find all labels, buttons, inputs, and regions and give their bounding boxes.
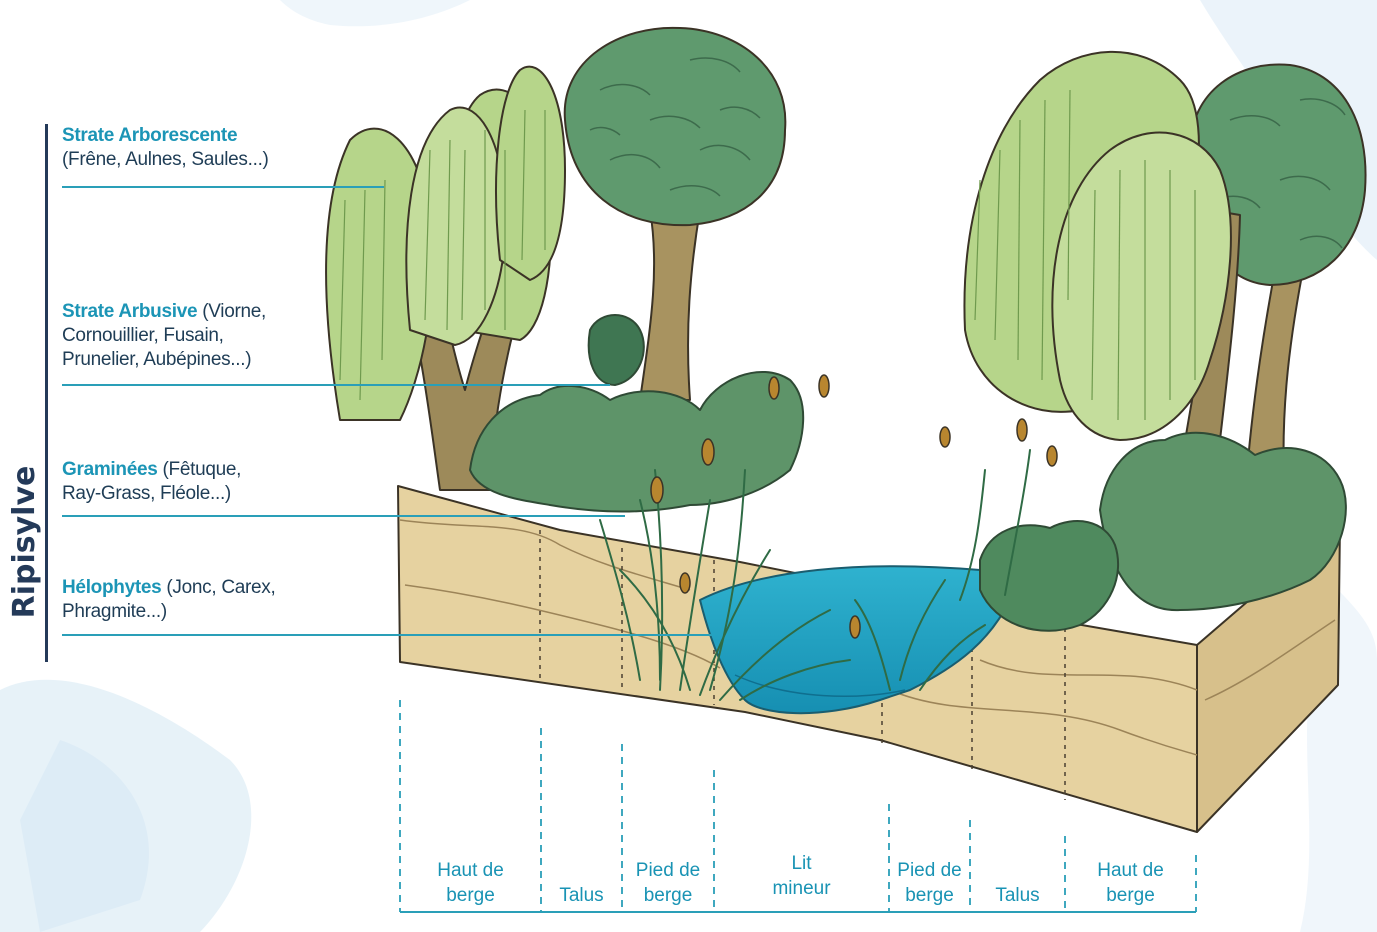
stratum-detail: (Frêne, Aulnes, Saules...) bbox=[62, 149, 269, 170]
stratum-name: Strate Arborescente bbox=[62, 125, 238, 146]
willow-tree-left bbox=[325, 65, 566, 491]
stratum-detail: (Fêtuque, bbox=[157, 459, 242, 480]
stratum-arborescente: Strate Arborescente (Frêne, Aulnes, Saul… bbox=[62, 124, 269, 172]
stratum-detail: Cornouillier, Fusain, bbox=[62, 325, 224, 346]
stratum-name: Graminées bbox=[62, 459, 158, 480]
stratum-detail: (Jonc, Carex, bbox=[161, 577, 276, 598]
stratum-detail: (Viorne, bbox=[197, 301, 267, 322]
ripisylve-title: Ripisylve bbox=[7, 465, 42, 619]
stratum-graminees: Graminées (Fêtuque, Ray-Grass, Fléole...… bbox=[62, 458, 241, 506]
zone-talus-right: Talus bbox=[995, 885, 1040, 906]
soil-block bbox=[397, 485, 1341, 833]
leader-line-arbusive bbox=[62, 384, 610, 386]
leader-line-helophytes bbox=[62, 634, 712, 636]
stratum-detail: Phragmite...) bbox=[62, 601, 167, 622]
round-tree-center bbox=[563, 26, 787, 401]
stratum-name: Strate Arbusive bbox=[62, 301, 198, 322]
ripisylve-bracket bbox=[45, 124, 48, 662]
willow-tree-right bbox=[963, 50, 1241, 541]
stratum-detail: Prunelier, Aubépines...) bbox=[62, 349, 252, 370]
zone-dividers bbox=[399, 700, 1197, 912]
leader-line-arborescente bbox=[62, 186, 384, 188]
stratum-arbusive: Strate Arbusive (Viorne, Cornouillier, F… bbox=[62, 300, 266, 372]
cattails bbox=[650, 374, 1058, 639]
grasses bbox=[599, 449, 1031, 701]
stratum-helophytes: Hélophytes (Jonc, Carex, Phragmite...) bbox=[62, 576, 276, 624]
stratum-name: Hélophytes bbox=[62, 577, 162, 598]
stratum-detail: Ray-Grass, Fléole...) bbox=[62, 483, 231, 504]
shrubs bbox=[469, 314, 1347, 632]
leader-line-graminees bbox=[62, 515, 625, 517]
zone-talus-left: Talus bbox=[559, 885, 604, 906]
